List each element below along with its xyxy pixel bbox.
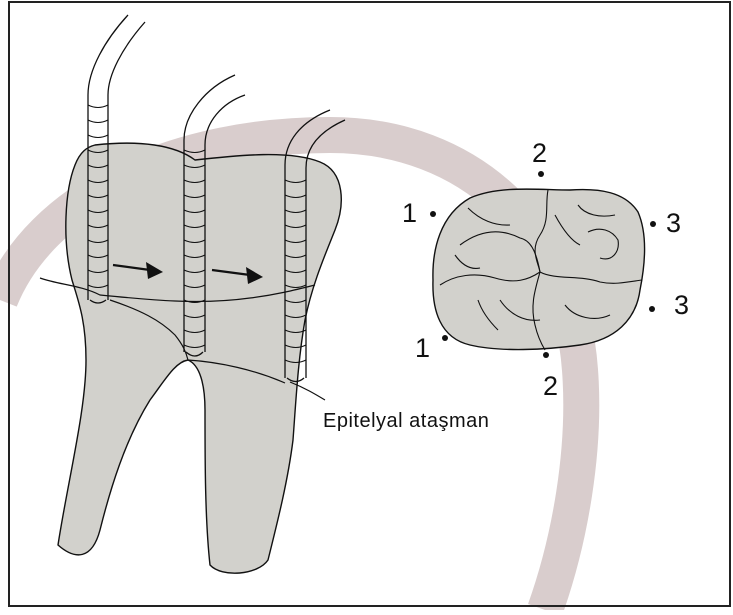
occlusal-tooth-icon: [433, 189, 645, 350]
point-label-3-lower: 3: [674, 290, 689, 320]
tooth-side-view-icon: [40, 143, 341, 573]
epithelial-attachment-label: Epitelyal ataşman: [323, 410, 489, 432]
point-label-2-top: 2: [532, 138, 547, 168]
point-label-3-upper: 3: [666, 208, 681, 238]
point-label-2-bottom: 2: [543, 371, 558, 401]
point-label-1-upper: 1: [402, 198, 417, 228]
point-label-1-lower: 1: [415, 333, 430, 363]
